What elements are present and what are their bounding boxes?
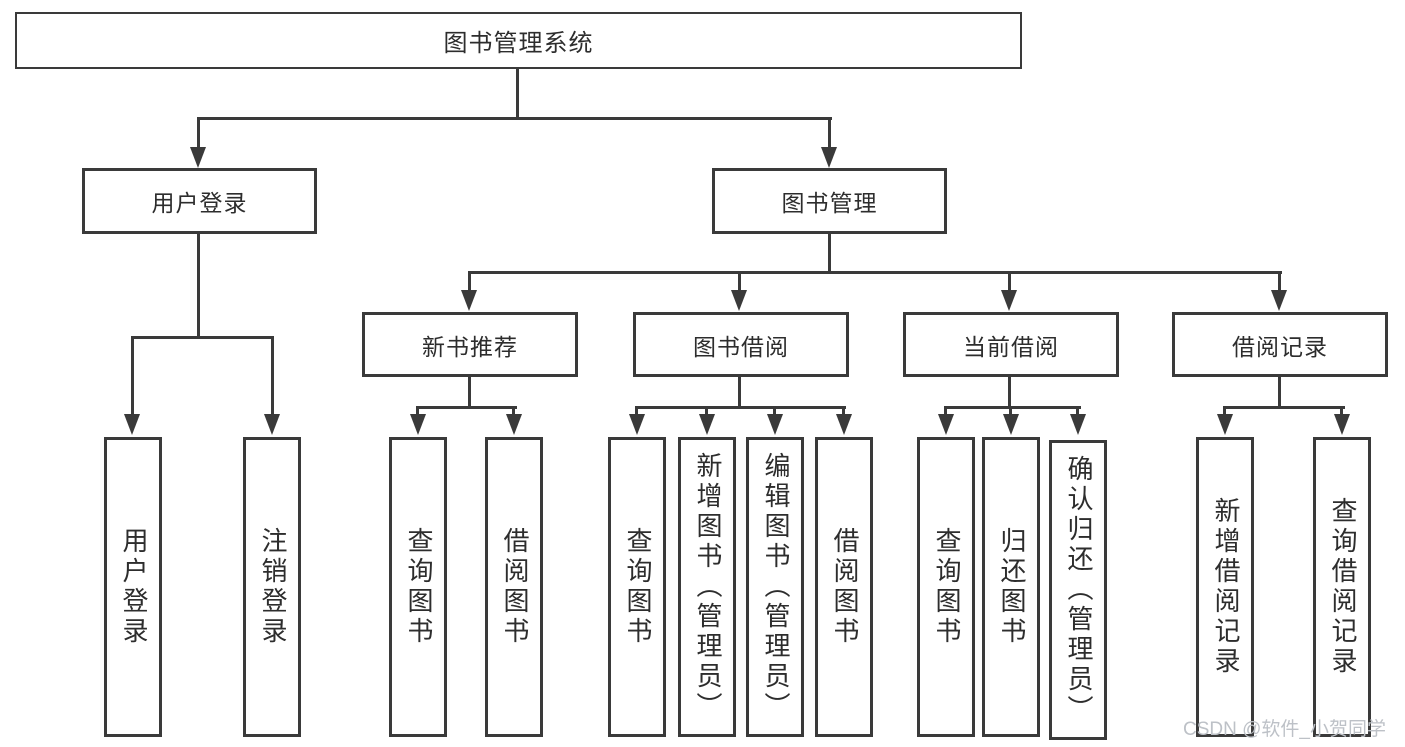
arrow-to-add-record bbox=[1217, 414, 1233, 435]
node-leaf-add-book-admin: 新增图书（管理员） bbox=[678, 437, 736, 737]
node-leaf-return-book: 归还图书 bbox=[982, 437, 1040, 737]
connector-root-horizontal bbox=[197, 117, 832, 120]
node-book-borrow: 图书借阅 bbox=[633, 312, 849, 377]
arrow-to-book-mgmt bbox=[821, 147, 837, 168]
arrow-to-borrow-record bbox=[1271, 290, 1287, 311]
node-leaf-user-login: 用户登录 bbox=[104, 437, 162, 737]
arrow-to-query-book-2 bbox=[629, 414, 645, 435]
connector-root-trunk bbox=[516, 68, 519, 119]
connector-drop-user-login bbox=[197, 117, 200, 149]
node-current-borrow: 当前借阅 bbox=[903, 312, 1119, 377]
arrow-to-current-borrow bbox=[1001, 290, 1017, 311]
node-leaf-edit-book-admin: 编辑图书（管理员） bbox=[746, 437, 804, 737]
connector-drop-book-borrow bbox=[738, 271, 741, 290]
arrow-to-new-book bbox=[461, 290, 477, 311]
connector-drop-add-record bbox=[1223, 406, 1226, 415]
node-leaf-confirm-return-admin: 确认归还（管理员） bbox=[1049, 440, 1107, 740]
arrow-to-borrow-book-1 bbox=[506, 414, 522, 435]
connector-new-book-horizontal bbox=[416, 406, 517, 409]
connector-drop-book-mgmt bbox=[828, 117, 831, 149]
arrow-to-book-borrow bbox=[731, 290, 747, 311]
connector-new-book-trunk bbox=[468, 377, 471, 408]
node-leaf-query-book-1: 查询图书 bbox=[389, 437, 447, 737]
csdn-watermark: CSDN @软件_小贺同学 bbox=[1183, 719, 1386, 740]
node-leaf-query-book-3: 查询图书 bbox=[917, 437, 975, 737]
connector-drop-return-book bbox=[1009, 406, 1012, 415]
node-new-book-recommend: 新书推荐 bbox=[362, 312, 578, 377]
node-leaf-add-borrow-record: 新增借阅记录 bbox=[1196, 437, 1254, 737]
connector-current-borrow-trunk bbox=[1008, 377, 1011, 408]
node-leaf-borrow-book-1: 借阅图书 bbox=[485, 437, 543, 737]
connector-drop-confirm-return bbox=[1076, 406, 1079, 415]
connector-drop-borrow-record bbox=[1278, 271, 1281, 290]
arrow-to-leaf-logout bbox=[264, 414, 280, 435]
connector-drop-query-record bbox=[1340, 406, 1343, 415]
connector-book-borrow-trunk bbox=[738, 377, 741, 408]
connector-drop-query-book-2 bbox=[635, 406, 638, 415]
node-leaf-query-borrow-record: 查询借阅记录 bbox=[1313, 437, 1371, 737]
connector-user-login-horizontal bbox=[131, 336, 274, 339]
arrow-to-user-login bbox=[190, 147, 206, 168]
connector-drop-leaf-logout bbox=[271, 336, 274, 415]
arrow-to-leaf-user-login bbox=[124, 414, 140, 435]
connector-book-mgmt-trunk bbox=[828, 233, 831, 274]
arrow-to-edit-book bbox=[767, 414, 783, 435]
connector-drop-borrow-book-1 bbox=[512, 406, 515, 415]
connector-borrow-record-horizontal bbox=[1223, 406, 1345, 409]
node-library-system: 图书管理系统 bbox=[15, 12, 1022, 69]
arrow-to-query-book-3 bbox=[938, 414, 954, 435]
connector-drop-edit-book bbox=[773, 406, 776, 415]
arrow-to-borrow-book-2 bbox=[836, 414, 852, 435]
connector-drop-add-book bbox=[705, 406, 708, 415]
node-user-login: 用户登录 bbox=[82, 168, 317, 234]
node-leaf-query-book-2: 查询图书 bbox=[608, 437, 666, 737]
node-leaf-borrow-book-2: 借阅图书 bbox=[815, 437, 873, 737]
arrow-to-query-record bbox=[1334, 414, 1350, 435]
connector-drop-query-book-3 bbox=[944, 406, 947, 415]
arrow-to-add-book bbox=[699, 414, 715, 435]
arrow-to-query-book-1 bbox=[410, 414, 426, 435]
connector-drop-query-book-1 bbox=[416, 406, 419, 415]
node-leaf-logout: 注销登录 bbox=[243, 437, 301, 737]
connector-drop-leaf-user-login bbox=[131, 336, 134, 415]
connector-borrow-record-trunk bbox=[1278, 377, 1281, 408]
connector-book-mgmt-horizontal bbox=[468, 271, 1282, 274]
connector-drop-borrow-book-2 bbox=[842, 406, 845, 415]
connector-book-borrow-horizontal bbox=[635, 406, 846, 409]
connector-current-borrow-horizontal bbox=[944, 406, 1081, 409]
node-borrow-record: 借阅记录 bbox=[1172, 312, 1388, 377]
arrow-to-confirm-return bbox=[1070, 414, 1086, 435]
connector-drop-current-borrow bbox=[1008, 271, 1011, 290]
connector-drop-new-book bbox=[468, 271, 471, 290]
node-book-management: 图书管理 bbox=[712, 168, 947, 234]
connector-user-login-trunk bbox=[197, 233, 200, 339]
arrow-to-return-book bbox=[1003, 414, 1019, 435]
